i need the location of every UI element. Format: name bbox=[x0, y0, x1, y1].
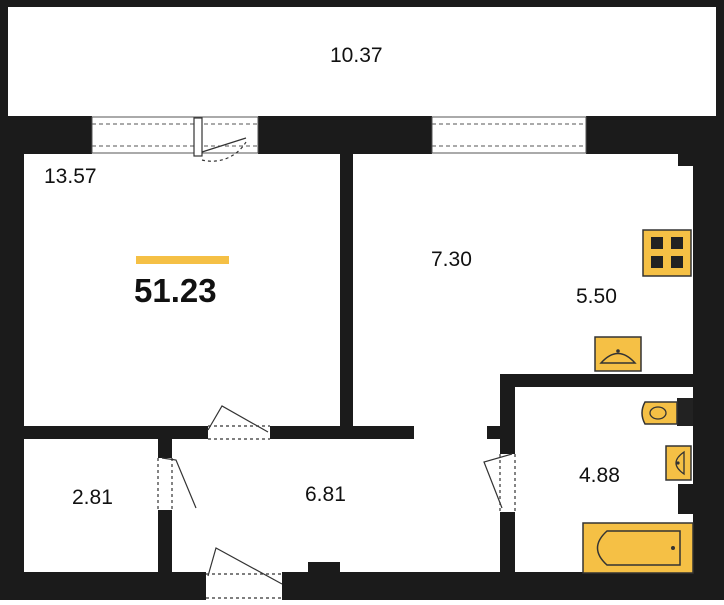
window-icon bbox=[91, 116, 587, 154]
balcony-area-label: 10.37 bbox=[330, 44, 383, 67]
bathroom-area-label: 4.88 bbox=[579, 464, 620, 487]
hall-area-label: 6.81 bbox=[305, 483, 346, 506]
sink-icon bbox=[665, 445, 692, 481]
sink-icon bbox=[594, 336, 642, 372]
kitchen-area-label: 5.50 bbox=[576, 285, 617, 308]
living-area-label: 7.30 bbox=[431, 248, 472, 271]
toilet-icon bbox=[641, 398, 693, 426]
total-area: 51.23 bbox=[134, 272, 217, 309]
door-icon bbox=[157, 117, 516, 599]
bathtub-icon bbox=[582, 522, 694, 574]
stove-icon bbox=[642, 229, 692, 277]
area-highlight-bar bbox=[136, 256, 229, 264]
storage-area-label: 2.81 bbox=[72, 486, 113, 509]
room-area-label: 13.57 bbox=[44, 165, 97, 188]
